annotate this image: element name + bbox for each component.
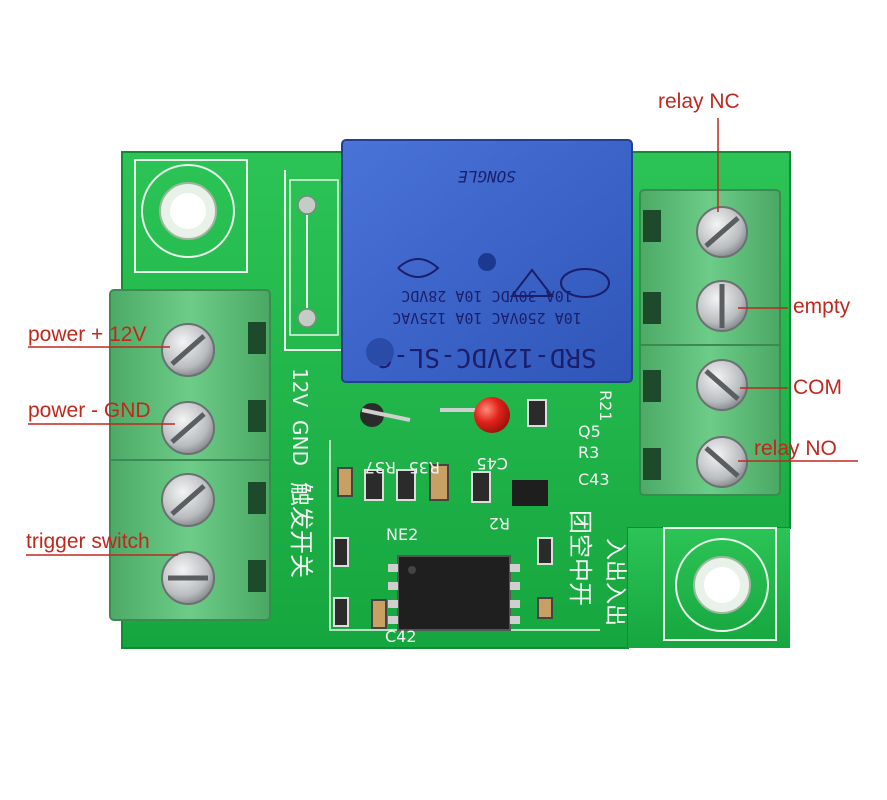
label-power-plus: power + 12V [28, 323, 147, 346]
label-empty: empty [793, 295, 851, 318]
silk-q5: Q5 [578, 422, 601, 441]
label-trigger-switch: trigger switch [26, 530, 150, 553]
silk-trigger-cn: 触发开关 [287, 482, 315, 578]
callout-lines [26, 118, 858, 556]
silk-ne2: NE2 [386, 525, 418, 544]
label-relay-nc: relay NC [658, 90, 740, 113]
silk-c43: C43 [578, 470, 610, 489]
silk-gnd: GND [288, 420, 312, 466]
cqc-mark [560, 268, 610, 298]
transistor [360, 403, 411, 427]
silk-12v: 12V [288, 368, 312, 407]
relay-rating-2: 10A 30VDC 10A 28VDC [401, 287, 573, 305]
label-com: COM [793, 376, 842, 399]
terminal-block-left [109, 289, 271, 621]
screw-power-minus [161, 401, 215, 455]
silkscreen-labels: 12V GND 触发开关 团空中开 入出入出 R35 R37 C45 R2 NE… [287, 368, 627, 646]
label-relay-no: relay NO [754, 437, 837, 460]
screw-power-plus [161, 323, 215, 377]
label-power-minus: power - GND [28, 399, 151, 422]
silk-c45: C45 [476, 454, 508, 473]
screw-trigger-1 [161, 473, 215, 527]
silk-out-cn: 团空中开 [566, 510, 594, 606]
relay-center-dot [478, 253, 496, 271]
screw-relay-no [696, 436, 748, 488]
silk-r21: R21 [596, 390, 615, 421]
terminal-block-right [639, 189, 781, 496]
ul-mark [397, 258, 440, 278]
screw-com [696, 359, 748, 411]
silk-r3: R3 [578, 443, 599, 462]
silk-r2: R2 [489, 514, 510, 533]
screw-relay-nc [696, 206, 748, 258]
relay: SRD-12VDC-SL-C 10A 250VAC 10A 125VAC 10A… [341, 139, 633, 383]
relay-brand: SONGLE [458, 167, 516, 186]
mounting-hole-top-left [141, 164, 235, 258]
ic-chip [388, 555, 520, 631]
screw-empty [696, 280, 748, 332]
led-red [440, 397, 510, 433]
silk-r35: R35 [409, 458, 440, 477]
silk-io-cn: 入出入出 [602, 538, 627, 626]
silk-c42: C42 [385, 627, 417, 646]
silk-r37: R37 [365, 458, 396, 477]
mounting-hole-bottom-right [675, 538, 769, 632]
relay-rating-1: 10A 250VAC 10A 125VAC [392, 309, 582, 327]
smd-components [333, 399, 553, 629]
relay-model: SRD-12VDC-SL-C [377, 342, 596, 372]
relay-pin-dot [366, 338, 394, 366]
triangle-mark [509, 268, 555, 297]
screw-trigger-2 [161, 551, 215, 605]
diode-area [289, 179, 339, 336]
